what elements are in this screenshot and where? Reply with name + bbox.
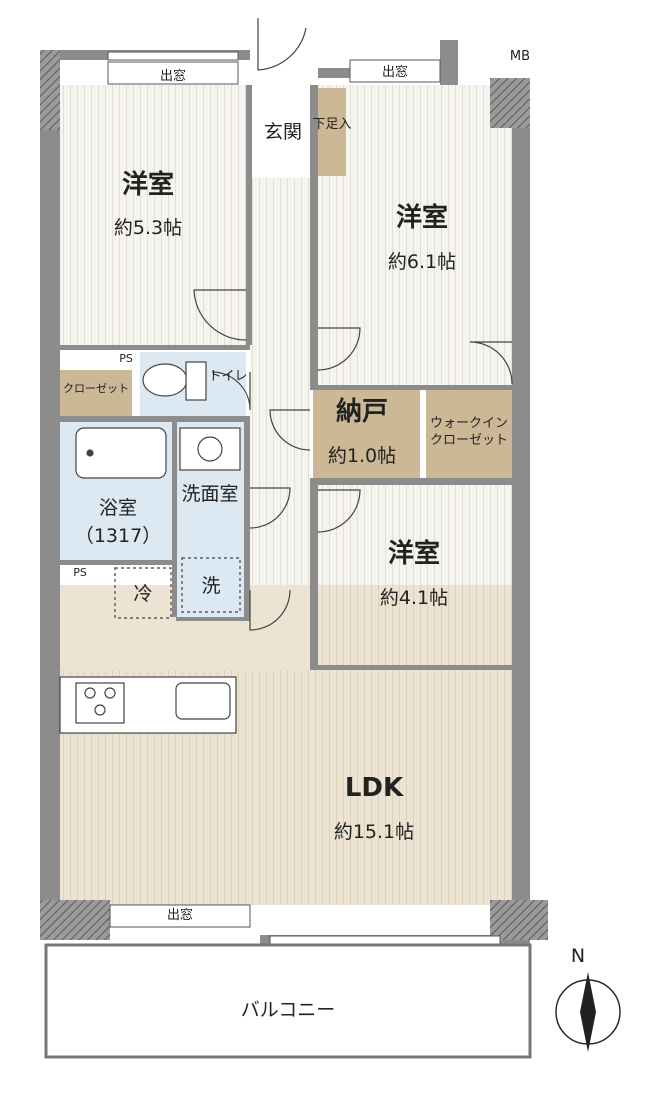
meter-box: MB xyxy=(510,49,530,64)
washroom-name: 洗面室 xyxy=(181,483,238,505)
compass-icon xyxy=(555,972,621,1052)
doors xyxy=(193,18,513,631)
entrance-floor xyxy=(250,85,318,178)
corner-hatch-sw xyxy=(40,900,110,940)
corner-hatch-nw xyxy=(40,50,60,130)
hallway-floor xyxy=(250,178,310,638)
bay-window-s: 出窓 xyxy=(167,907,193,923)
fixtures xyxy=(59,361,241,734)
bedroom-mid-name: 洋室 xyxy=(388,538,440,569)
shoe-box-floor xyxy=(318,88,346,176)
storage-name: 納戸 xyxy=(336,396,388,427)
walk-in-line1: ウォークイン xyxy=(430,416,508,431)
entrance-name: 玄関 xyxy=(264,121,302,143)
ldk-area: 約15.1帖 xyxy=(334,821,414,843)
toilet-name: トイレ xyxy=(208,369,247,384)
closet-name: クローゼット xyxy=(63,382,129,395)
bedroom-nw-area: 約5.3帖 xyxy=(114,217,182,239)
corner-hatch-se xyxy=(490,900,548,940)
balcony-name: バルコニー xyxy=(241,999,336,1021)
bedroom-mid-area: 約4.1帖 xyxy=(380,587,448,609)
fridge-label: 冷 xyxy=(133,583,152,605)
bay-window-nw: 出窓 xyxy=(160,68,186,84)
bay-window-ne: 出窓 xyxy=(382,64,408,80)
bedroom-ne-area: 約6.1帖 xyxy=(388,251,456,273)
bedroom-nw-floor xyxy=(60,85,246,347)
corner-hatch-ne xyxy=(490,78,530,128)
storage-area: 約1.0帖 xyxy=(328,445,396,467)
storage-floor xyxy=(313,388,420,478)
washer-label: 洗 xyxy=(201,575,220,597)
compass-north-label: N xyxy=(571,945,585,967)
closet-floor xyxy=(60,370,132,416)
pipe-space-lower: PS xyxy=(73,566,87,579)
pipe-space-upper: PS xyxy=(119,352,133,365)
bedroom-ne-floor xyxy=(318,85,512,385)
bath-name: 浴室 xyxy=(99,497,137,519)
windows xyxy=(107,51,501,945)
bedroom-ne-name: 洋室 xyxy=(396,202,448,233)
bath-size: （1317） xyxy=(75,525,161,547)
shoe-box-name: 下足入 xyxy=(312,117,351,132)
ldk-name: LDK xyxy=(345,773,404,803)
walk-in-floor xyxy=(426,388,512,478)
walk-in-line2: クローゼット xyxy=(430,433,508,448)
balcony-railing xyxy=(44,943,532,1059)
bedroom-nw-name: 洋室 xyxy=(122,169,174,200)
